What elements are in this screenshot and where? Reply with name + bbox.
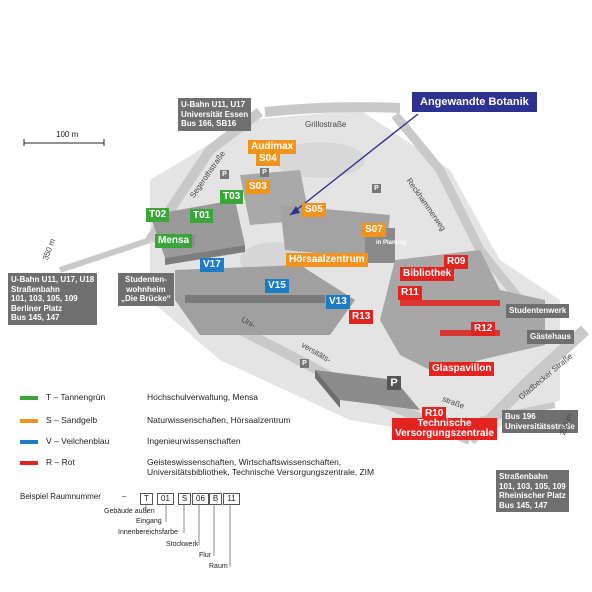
transit-line: Rheinischer Platz bbox=[499, 491, 566, 500]
transit-box-north: U-Bahn U11, U17 Universität Essen Bus 16… bbox=[178, 98, 252, 131]
transit-line: 101, 103, 105, 109 bbox=[11, 294, 78, 303]
parking-icon: P bbox=[260, 168, 269, 177]
room-number-part: 01 bbox=[157, 493, 174, 505]
room-number-label: Stockwerk bbox=[166, 541, 199, 548]
building-label-v13[interactable]: V13 bbox=[326, 295, 350, 309]
building-label-t03[interactable]: T03 bbox=[220, 190, 244, 204]
callout-arrow-line bbox=[289, 113, 419, 216]
legend-desc-r-2: Universitätsbibliothek, Technische Verso… bbox=[147, 467, 375, 477]
legend-swatch-r bbox=[20, 461, 38, 465]
building-label-audimax[interactable]: Audimax bbox=[248, 140, 297, 154]
legend-code-v: V – Veilchenblau bbox=[46, 436, 110, 446]
building-label-hoersaalzentrum[interactable]: Hörsaalzentrum bbox=[286, 253, 368, 267]
room-number-part: 06 bbox=[192, 493, 209, 505]
room-number-title: Beispiel Raumnummer bbox=[20, 492, 101, 501]
legend-desc-v: Ingenieurwissenschaften bbox=[147, 436, 241, 446]
building-label-studentenwohnheim[interactable]: Studenten- wohnheim „Die Brücke“ bbox=[118, 273, 174, 306]
parking-garage-icon: P bbox=[387, 376, 401, 390]
building-label-r13[interactable]: R13 bbox=[349, 310, 374, 324]
building-block-s-south bbox=[280, 205, 390, 260]
legend-code-s: S – Sandgelb bbox=[46, 415, 98, 425]
room-number-connectors bbox=[145, 505, 231, 567]
transit-box-east-bus: Bus 196 Universitätsstraße bbox=[502, 410, 578, 433]
label-in-planung: in Planung bbox=[376, 240, 407, 246]
callout-angewandte-botanik: Angewandte Botanik bbox=[412, 92, 537, 112]
legend-swatch-v bbox=[20, 440, 38, 444]
legend-desc-s: Naturwissenschaften, Hörsaalzentrum bbox=[147, 415, 291, 425]
building-parking-garage-front bbox=[315, 370, 340, 408]
building-label-v17[interactable]: V17 bbox=[200, 258, 224, 272]
building-r-strip bbox=[440, 330, 500, 336]
building-label-r11[interactable]: R11 bbox=[398, 286, 422, 300]
building-v-strip bbox=[185, 295, 325, 303]
building-label-glaspavillon[interactable]: Glaspavillon bbox=[429, 362, 495, 376]
legend-code-r: R – Rot bbox=[46, 457, 75, 467]
building-label-r12[interactable]: R12 bbox=[471, 322, 496, 336]
building-label-bibliothek[interactable]: Bibliothek bbox=[400, 267, 455, 281]
room-number-label: Raum bbox=[209, 563, 228, 570]
legend-swatch-s bbox=[20, 419, 38, 423]
parking-icon: P bbox=[300, 359, 309, 368]
transit-line: Bus 166, SB16 bbox=[181, 119, 237, 128]
transit-line: Berliner Platz bbox=[11, 303, 63, 313]
street-reckhammer bbox=[391, 112, 524, 303]
room-number-label: Innenbereichsfarbe bbox=[118, 529, 178, 536]
room-number-part: 11 bbox=[223, 493, 240, 505]
callout-arrow-head bbox=[290, 206, 300, 215]
label-line: wohnheim bbox=[126, 284, 166, 294]
building-label-r10[interactable]: R10 bbox=[422, 407, 447, 421]
room-number-dash: – bbox=[122, 492, 127, 501]
building-label-s05[interactable]: S05 bbox=[302, 203, 326, 217]
building-label-t01[interactable]: T01 bbox=[190, 209, 214, 223]
label-line: Versorgungszentrale bbox=[395, 428, 494, 439]
legend-swatch-t bbox=[20, 396, 38, 400]
building-label-technische-versorgungszentrale[interactable]: Technische Versorgungszentrale bbox=[392, 418, 497, 440]
street-grillo bbox=[264, 102, 401, 117]
transit-line: Bus 196 bbox=[505, 412, 536, 421]
building-label-studentenwerk[interactable]: Studentenwerk bbox=[506, 304, 570, 318]
room-number-label: Flur bbox=[199, 552, 212, 559]
transit-line: Bus 145, 147 bbox=[11, 313, 60, 322]
room-number-label: Gebäude außen bbox=[104, 508, 155, 515]
green-area bbox=[275, 142, 365, 178]
building-block-r bbox=[380, 250, 545, 375]
room-number-label: Eingang bbox=[136, 518, 162, 525]
building-r-strip bbox=[400, 300, 500, 306]
scale-label: 100 m bbox=[56, 130, 79, 139]
building-label-mensa[interactable]: Mensa bbox=[155, 234, 193, 248]
transit-line: U-Bahn U11, U17 bbox=[181, 100, 246, 109]
room-number-part: T bbox=[140, 493, 153, 505]
building-label-v15[interactable]: V15 bbox=[265, 279, 289, 293]
transit-line: Bus 145, 147 bbox=[499, 500, 548, 510]
street-label-grillo: Grillostraße bbox=[305, 120, 347, 129]
transit-line: 101, 103, 105, 109 bbox=[499, 481, 566, 491]
building-label-s04[interactable]: S04 bbox=[256, 152, 280, 166]
room-number-part: B bbox=[209, 493, 222, 505]
room-number-part: S bbox=[178, 493, 191, 505]
building-label-gaestehaus[interactable]: Gästehaus bbox=[527, 330, 574, 344]
legend-desc-t: Hochschulverwaltung, Mensa bbox=[147, 392, 259, 402]
transit-line: U-Bahn U11, U17, U18 bbox=[11, 275, 95, 284]
building-label-s03[interactable]: S03 bbox=[246, 180, 270, 194]
legend-desc-r: Geisteswissenschaften, Wirtschaftswissen… bbox=[147, 457, 342, 467]
legend-code-t: T – Tannengrün bbox=[46, 392, 106, 402]
building-label-s07[interactable]: S07 bbox=[362, 223, 386, 237]
transit-line: Straßenbahn bbox=[499, 472, 548, 481]
parking-icon: P bbox=[372, 184, 381, 193]
building-block-t-front bbox=[165, 245, 245, 265]
transit-box-west: U-Bahn U11, U17, U18 Straßenbahn 101, 10… bbox=[8, 273, 98, 325]
label-line: „Die Brücke“ bbox=[121, 294, 171, 303]
building-label-t02[interactable]: T02 bbox=[146, 208, 170, 222]
transit-line: Straßenbahn bbox=[11, 284, 60, 294]
transit-box-southeast: Straßenbahn 101, 103, 105, 109 Rheinisch… bbox=[496, 470, 569, 512]
street-west bbox=[59, 237, 151, 273]
label-line: Technische bbox=[417, 418, 472, 429]
transit-line: Universitätsstraße bbox=[505, 421, 575, 431]
transit-line: Universität Essen bbox=[181, 109, 249, 119]
building-label-r09[interactable]: R09 bbox=[444, 255, 469, 269]
parking-icon: P bbox=[220, 170, 229, 179]
label-line: Studenten- bbox=[125, 275, 167, 284]
